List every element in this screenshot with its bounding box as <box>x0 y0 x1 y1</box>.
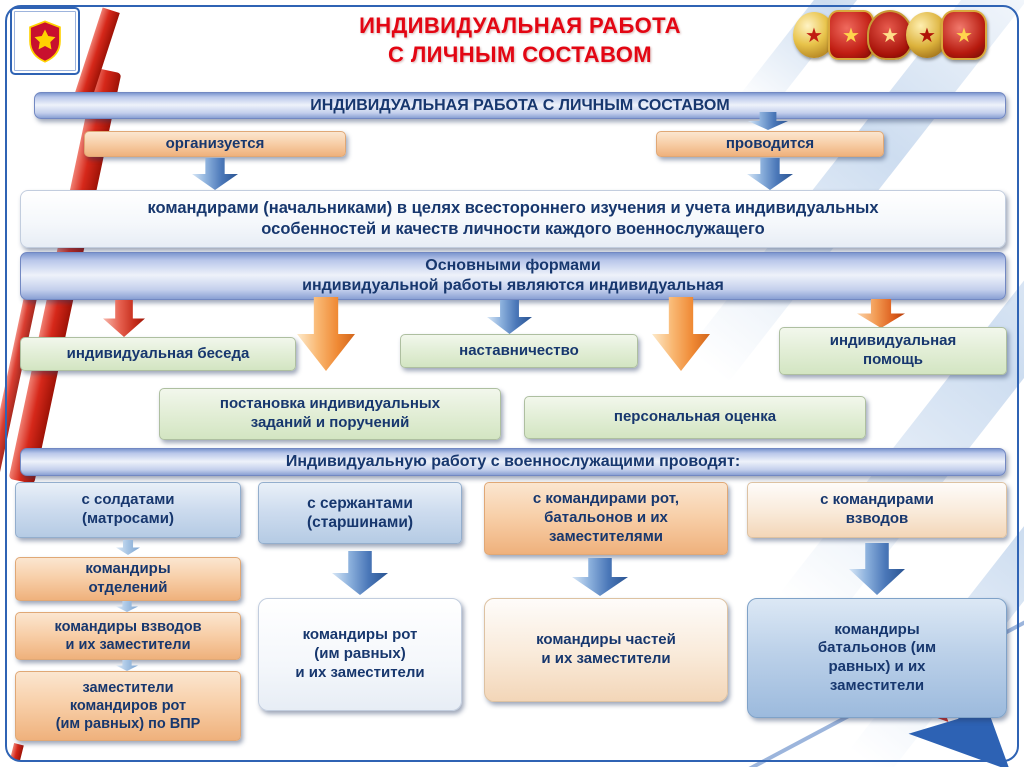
arrow-down-icon <box>116 540 140 555</box>
star-icon: ★ <box>918 24 936 47</box>
column-sergeants-header: с сержантами (старшинами) <box>258 482 462 544</box>
form-box-help: индивидуальная помощь <box>779 327 1007 375</box>
form-box-mentoring: наставничество <box>400 334 638 368</box>
form-box-tasks: постановка индивидуальных заданий и пору… <box>159 388 501 440</box>
star-icon: ★ <box>881 24 899 47</box>
medal-icon: ★ <box>941 10 987 60</box>
arrow-down-icon <box>103 300 145 337</box>
column-companies-header: с командирами рот, батальонов и их замес… <box>484 482 728 555</box>
arrow-down-icon <box>116 601 138 612</box>
forms-header-bar: Основными формами индивидуальной работы … <box>20 252 1006 300</box>
arrow-down-icon <box>297 297 355 371</box>
medal-icon: ★ <box>828 10 874 60</box>
column-platoons-header: с командирами взводов <box>747 482 1007 538</box>
medals-strip: ★ ★ ★ ★ ★ <box>793 10 987 60</box>
form-box-talk: индивидуальная беседа <box>20 337 296 371</box>
arrow-down-icon <box>747 158 793 190</box>
branch-organized-box: организуется <box>84 131 346 157</box>
column-soldiers-item-deputies: заместители командиров рот (им равных) п… <box>15 671 241 741</box>
arrow-down-icon <box>487 300 532 334</box>
branch-conducted-box: проводится <box>656 131 884 157</box>
conduct-header-bar: Индивидуальную работу с военнослужащими … <box>20 448 1006 476</box>
star-icon: ★ <box>842 24 860 47</box>
form-box-assessment: персональная оценка <box>524 396 866 439</box>
column-soldiers-item-squad-commanders: командиры отделений <box>15 557 241 601</box>
purpose-box: командирами (начальниками) в целях всест… <box>20 190 1006 248</box>
arrow-down-icon <box>572 558 628 596</box>
column-platoons-item: командиры батальонов (им равных) и их за… <box>747 598 1007 718</box>
column-soldiers-item-platoon-commanders: командиры взводов и их заместители <box>15 612 241 660</box>
column-soldiers-header: с солдатами (матросами) <box>15 482 241 538</box>
star-icon: ★ <box>955 24 973 47</box>
arrow-down-icon <box>192 158 238 190</box>
medal-icon: ★ <box>867 10 913 60</box>
arrow-down-icon <box>332 551 388 595</box>
red-ribbon <box>10 743 24 761</box>
slide-title: ИНДИВИДУАЛЬНАЯ РАБОТА С ЛИЧНЫМ СОСТАВОМ <box>359 13 681 67</box>
column-companies-item: командиры частей и их заместители <box>484 598 728 702</box>
military-emblem <box>10 7 80 75</box>
arrow-down-icon <box>857 299 905 328</box>
main-banner: ИНДИВИДУАЛЬНАЯ РАБОТА С ЛИЧНЫМ СОСТАВОМ <box>34 92 1006 119</box>
emblem-shield-icon <box>29 20 61 63</box>
arrow-down-icon <box>116 660 138 671</box>
star-icon: ★ <box>805 24 823 47</box>
column-sergeants-item: командиры рот (им равных) и их заместите… <box>258 598 462 711</box>
